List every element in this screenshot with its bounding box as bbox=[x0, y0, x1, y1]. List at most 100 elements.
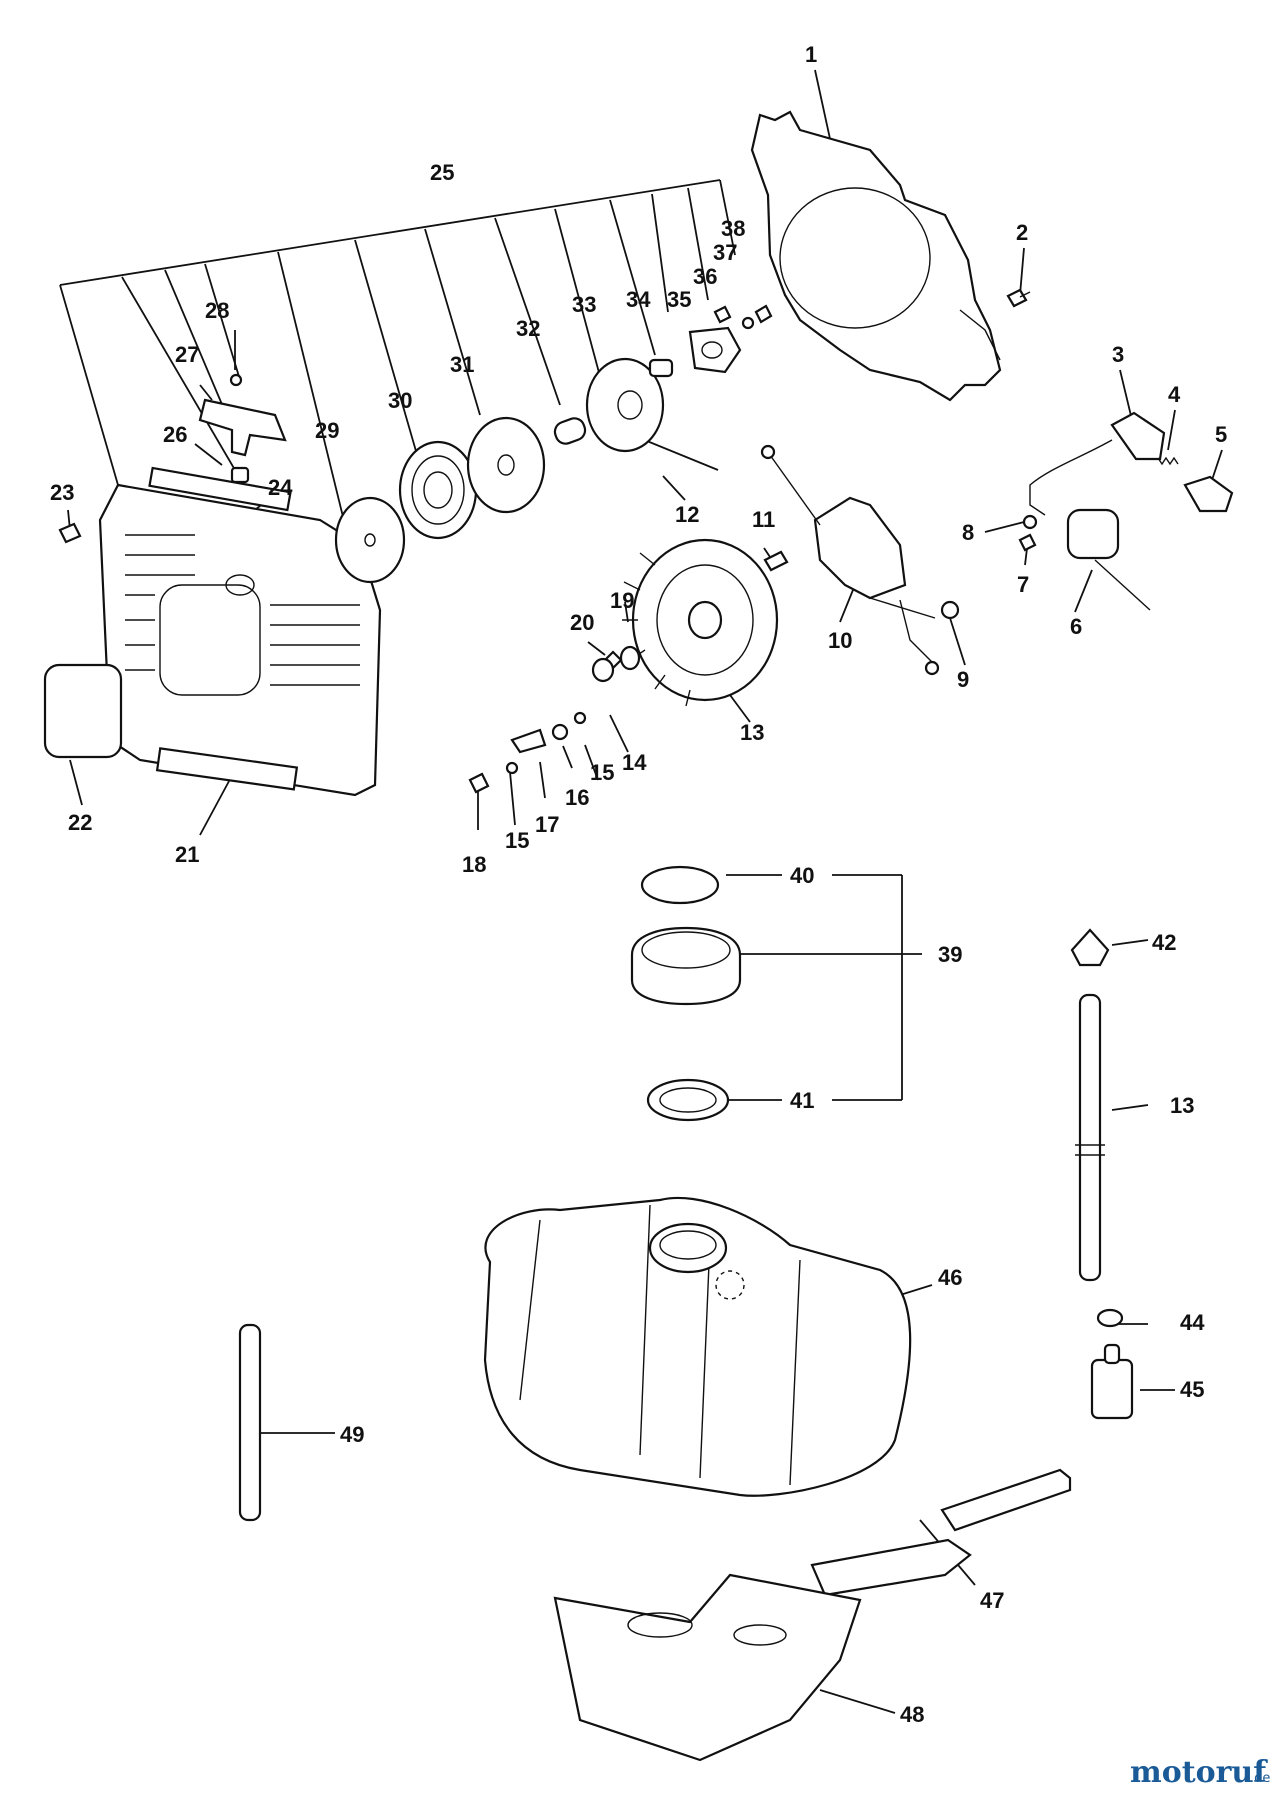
callout-11: 11 bbox=[752, 507, 775, 532]
part-47-tank-strap bbox=[810, 1468, 1072, 1597]
callout-22: 22 bbox=[68, 810, 92, 835]
callout-27: 27 bbox=[175, 342, 199, 367]
part-23-bolt bbox=[58, 522, 82, 544]
callout-28: 28 bbox=[205, 298, 229, 323]
callout-4: 4 bbox=[1168, 382, 1181, 407]
callout-46: 46 bbox=[938, 1265, 962, 1290]
part-13-flywheel bbox=[622, 538, 779, 707]
part-5-spark-plug bbox=[1183, 475, 1234, 513]
watermark-tld: .de bbox=[1250, 1771, 1270, 1786]
callout-45: 45 bbox=[1180, 1377, 1204, 1402]
part-20-nut bbox=[591, 657, 615, 683]
part-3-spark-plug-cap bbox=[1029, 411, 1166, 516]
part-49-fuel-hose bbox=[238, 1323, 262, 1522]
callout-5: 5 bbox=[1215, 422, 1227, 447]
part-46-fuel-tank bbox=[483, 1196, 912, 1497]
part-11-bolt bbox=[763, 550, 789, 572]
part-48-tank-tray bbox=[553, 1573, 862, 1762]
part-9-wire-connector bbox=[869, 597, 960, 676]
callout-30: 30 bbox=[388, 388, 412, 413]
part-21-label bbox=[155, 747, 299, 791]
part-42-filter-cap bbox=[1070, 928, 1110, 967]
part-43-fuel-line bbox=[1075, 993, 1105, 1282]
part-39-fuel-cap bbox=[630, 926, 742, 1006]
part-7-screw bbox=[1018, 533, 1037, 552]
part-28-knot bbox=[229, 373, 243, 387]
part-17-pawl bbox=[510, 728, 547, 754]
callout-48: 48 bbox=[900, 1702, 924, 1727]
callout-41: 41 bbox=[790, 1088, 814, 1113]
part-37-washer bbox=[741, 316, 755, 330]
watermark-logo: motoruf .de bbox=[1130, 1755, 1270, 1790]
part-32-bushing bbox=[553, 417, 587, 445]
callout-23: 23 bbox=[50, 480, 74, 505]
callout-3: 3 bbox=[1112, 342, 1124, 367]
part-34-ratchet bbox=[648, 358, 674, 378]
callout-35: 35 bbox=[667, 287, 691, 312]
callout-19: 19 bbox=[610, 588, 634, 613]
callout-36: 36 bbox=[693, 264, 717, 289]
part-33-pulley bbox=[585, 357, 665, 453]
callout-29: 29 bbox=[315, 418, 339, 443]
callout-32: 32 bbox=[516, 316, 540, 341]
callout-24: 24 bbox=[268, 475, 293, 500]
callout-12: 12 bbox=[675, 502, 699, 527]
part-2-screw bbox=[1006, 288, 1031, 308]
callout-34: 34 bbox=[626, 287, 651, 312]
part-45-fuel-filter bbox=[1090, 1343, 1134, 1420]
part-6-ignition-coil bbox=[1066, 508, 1151, 611]
part-22-plate bbox=[43, 663, 123, 759]
callout-18: 18 bbox=[462, 852, 486, 877]
watermark-brand: motoruf bbox=[1130, 1755, 1268, 1790]
callout-14: 14 bbox=[622, 750, 647, 775]
part-4-spring bbox=[1157, 456, 1179, 466]
part-30-recoil-spring bbox=[398, 440, 478, 540]
part-18-screw bbox=[468, 772, 490, 794]
part-10-switch-bracket bbox=[760, 444, 907, 600]
callout-8: 8 bbox=[962, 520, 974, 545]
callout-15a: 15 bbox=[590, 760, 614, 785]
callout-labels: 1 2 3 4 5 6 7 8 9 10 11 12 13 13 14 15 1… bbox=[50, 42, 1227, 1727]
callout-42: 42 bbox=[1152, 930, 1176, 955]
callout-13b: 13 bbox=[1170, 1093, 1194, 1118]
callout-39: 39 bbox=[938, 942, 962, 967]
callout-15b: 15 bbox=[505, 828, 529, 853]
callout-20: 20 bbox=[570, 610, 594, 635]
callout-17: 17 bbox=[535, 812, 559, 837]
part-40-cap-gasket bbox=[640, 865, 720, 905]
callout-1: 1 bbox=[805, 42, 817, 67]
part-29-disc bbox=[334, 496, 406, 584]
part-35-cam bbox=[688, 326, 742, 374]
part-1-fan-housing-plate bbox=[750, 110, 1002, 402]
part-36-screw bbox=[713, 305, 732, 324]
part-38-screw bbox=[754, 304, 773, 324]
callout-49: 49 bbox=[340, 1422, 364, 1447]
part-19-washer bbox=[619, 645, 641, 671]
part-16-nut bbox=[551, 723, 569, 741]
part-31-disc bbox=[466, 416, 546, 514]
callout-2: 2 bbox=[1016, 220, 1028, 245]
callout-40: 40 bbox=[790, 863, 814, 888]
part-15-washer bbox=[505, 711, 587, 775]
callout-13a: 13 bbox=[740, 720, 764, 745]
part-8-grommet bbox=[1022, 514, 1038, 530]
callout-26: 26 bbox=[163, 422, 187, 447]
callout-16: 16 bbox=[565, 785, 589, 810]
part-27-starter-handle bbox=[198, 398, 287, 457]
part-24-label bbox=[148, 466, 292, 512]
callout-33: 33 bbox=[572, 292, 596, 317]
callout-21: 21 bbox=[175, 842, 199, 867]
callout-7: 7 bbox=[1017, 572, 1029, 597]
callout-10: 10 bbox=[828, 628, 852, 653]
callout-25: 25 bbox=[430, 160, 454, 185]
callout-37: 37 bbox=[713, 240, 737, 265]
callout-44: 44 bbox=[1180, 1310, 1205, 1335]
part-26-grommet bbox=[230, 466, 250, 484]
part-41-cap-ring bbox=[646, 1078, 730, 1122]
callout-9: 9 bbox=[957, 667, 969, 692]
callout-38: 38 bbox=[721, 216, 745, 241]
callout-31: 31 bbox=[450, 352, 474, 377]
callout-6: 6 bbox=[1070, 614, 1082, 639]
part-44-washer bbox=[1096, 1308, 1124, 1328]
